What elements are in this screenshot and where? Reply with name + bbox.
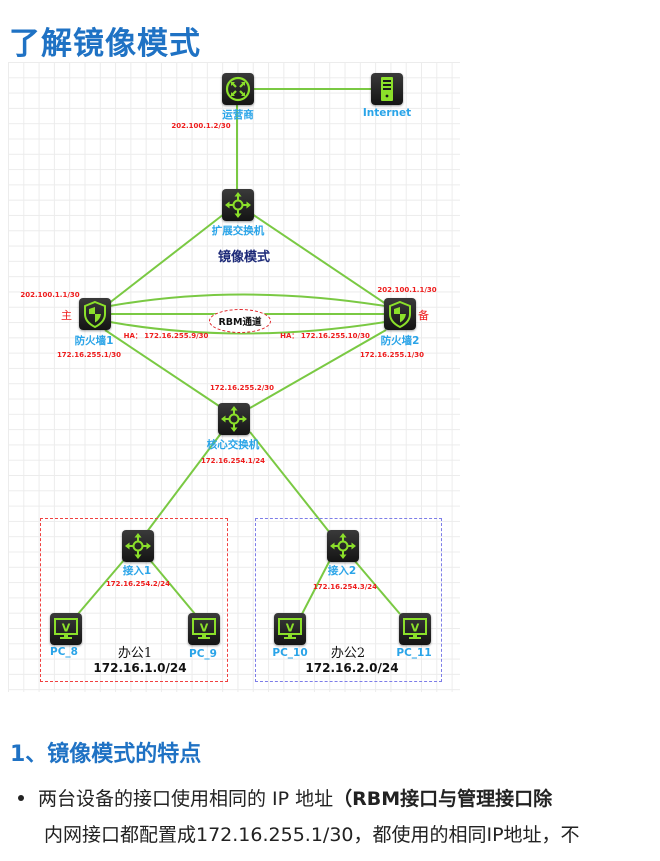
link-rbm-1	[109, 293, 386, 307]
internet-server[interactable]	[371, 73, 403, 105]
rbm-channel: RBM通道	[209, 309, 271, 333]
pc-9[interactable]: V	[188, 613, 220, 645]
switch-icon	[330, 533, 356, 559]
link-access2-pc10	[301, 559, 331, 615]
section-heading: 1、镜像模式的特点	[10, 742, 202, 767]
access-switch-2[interactable]	[327, 530, 359, 562]
zone2-name: 办公2	[330, 646, 366, 661]
access1-label: 接入1	[122, 565, 152, 577]
pc10-label: PC_10	[272, 647, 308, 659]
pc-icon: V	[278, 618, 302, 639]
fw1-ha-ip: HA： 172.16.255.9/30	[123, 332, 209, 340]
access-switch-1[interactable]	[122, 530, 154, 562]
firewall-2[interactable]	[384, 298, 416, 330]
isp-ip: 202.100.1.2/30	[171, 122, 231, 130]
link-fw2-core	[249, 329, 387, 409]
access2-label: 接入2	[327, 565, 357, 577]
extension-switch-label: 扩展交换机	[211, 225, 265, 237]
firewall-1[interactable]	[79, 298, 111, 330]
pc-10[interactable]: V	[274, 613, 306, 645]
fw1-role: 主	[61, 309, 72, 322]
bullet-text: 两台设备的接口使用相同的 IP 地址	[38, 788, 334, 810]
mode-label: 镜像模式	[217, 250, 271, 265]
zone1-name: 办公1	[117, 646, 153, 661]
link-access1-pc8	[77, 559, 125, 615]
fw2-ha-ip: HA： 172.16.255.10/30	[280, 332, 370, 340]
core-uplink-ip: 172.16.255.2/30	[209, 384, 275, 392]
link-extswitch-fw2	[251, 213, 387, 305]
switch-icon	[125, 533, 151, 559]
link-access2-pc11	[353, 559, 401, 615]
link-core-access2	[249, 431, 331, 534]
fw2-role: 备	[418, 309, 429, 322]
zone1-subnet: 172.16.1.0/24	[93, 661, 187, 675]
link-extswitch-fw1	[107, 213, 225, 305]
access2-ip: 172.16.254.3/24	[312, 583, 378, 591]
pc-11[interactable]: V	[399, 613, 431, 645]
pc11-label: PC_11	[396, 647, 432, 659]
svg-text:V: V	[200, 622, 209, 635]
link-access1-pc9	[149, 559, 196, 615]
svg-text:V: V	[62, 622, 71, 635]
fw2-lan-ip: 172.16.255.1/30	[359, 351, 425, 359]
pc-icon: V	[192, 618, 216, 639]
fw1-lan-ip: 172.16.255.1/30	[56, 351, 122, 359]
isp-label: 运营商	[222, 109, 254, 121]
link-core-access1	[145, 431, 223, 534]
firewall-icon	[389, 300, 411, 329]
fw1-wan-ip: 202.100.1.1/30	[20, 291, 80, 299]
fw1-label: 防火墙1	[74, 335, 114, 347]
server-icon	[381, 77, 393, 101]
bullet-continuation: 内网接口都配置成172.16.255.1/30，都使用的相同IP地址，不	[44, 824, 580, 846]
fw2-label: 防火墙2	[380, 335, 420, 347]
pc-8[interactable]: V	[50, 613, 82, 645]
access1-ip: 172.16.254.2/24	[105, 580, 171, 588]
switch-icon	[225, 192, 251, 218]
core-ip: 172.16.254.1/24	[200, 457, 266, 465]
zone2-subnet: 172.16.2.0/24	[305, 661, 399, 675]
svg-text:V: V	[286, 622, 295, 635]
core-switch-label: 核心交换机	[206, 439, 260, 451]
core-switch[interactable]	[218, 403, 250, 435]
bullet-dot	[18, 794, 24, 801]
pc8-label: PC_8	[50, 646, 78, 658]
svg-text:V: V	[411, 622, 420, 635]
pc9-label: PC_9	[189, 648, 217, 660]
isp-router[interactable]	[222, 73, 254, 105]
bullet-item: 两台设备的接口使用相同的 IP 地址（RBM接口与管理接口除	[18, 784, 552, 811]
extension-switch[interactable]	[222, 189, 254, 221]
link-rbm-3	[109, 321, 386, 335]
page-title: 了解镜像模式	[9, 26, 201, 62]
internet-label: Internet	[362, 107, 412, 119]
zone-office2	[255, 518, 442, 682]
pc-icon: V	[54, 618, 78, 639]
fw2-wan-ip: 202.100.1.1/30	[377, 286, 437, 294]
zone-office1	[40, 518, 228, 682]
firewall-icon	[84, 300, 106, 329]
switch-icon	[221, 406, 247, 432]
topology-canvas	[8, 62, 460, 692]
pc-icon: V	[403, 618, 427, 639]
rbm-label: RBM通道	[218, 317, 262, 328]
link-fw1-core	[104, 329, 223, 409]
bullet-bold-text: （RBM接口与管理接口除	[333, 788, 553, 810]
router-icon	[225, 76, 251, 102]
